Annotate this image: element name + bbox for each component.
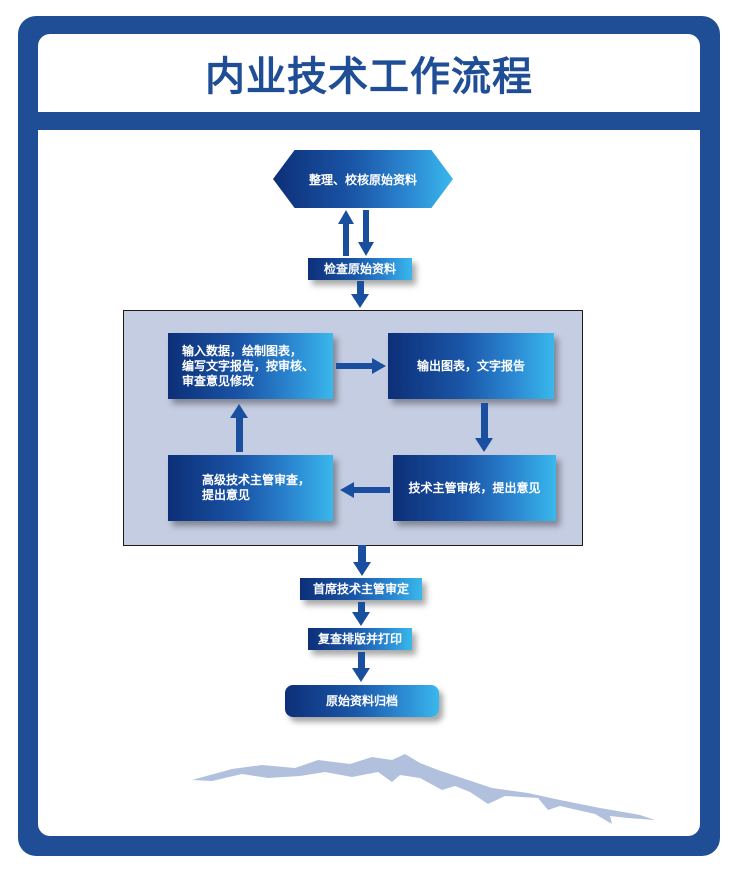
step-archive-label: 原始资料归档 xyxy=(325,693,398,708)
loop-step-senior-review-label: 高级技术主管审查， 提出意见 xyxy=(202,473,311,502)
step-chief-approval: 首席技术主管审定 xyxy=(300,578,422,600)
loop-step-output-label: 输出图表，文字报告 xyxy=(416,358,525,373)
page-title: 内业技术工作流程 xyxy=(205,54,533,100)
loop-step-supervisor-review: 技术主管审核，提出意见 xyxy=(393,455,556,521)
loop-step-input-data-label: 输入数据，绘制图表， 编写文字报告，按审核、 审查意见修改 xyxy=(182,343,315,388)
step-archive: 原始资料归档 xyxy=(285,685,439,717)
loop-step-input-data: 输入数据，绘制图表， 编写文字报告，按审核、 审查意见修改 xyxy=(168,333,333,399)
loop-step-supervisor-review-label: 技术主管审核，提出意见 xyxy=(408,480,541,495)
step-chief-approval-label: 首席技术主管审定 xyxy=(312,581,409,596)
step-recheck-print: 复查排版并打印 xyxy=(308,628,412,650)
step-check-raw-data-label: 检查原始资料 xyxy=(323,261,396,276)
loop-step-senior-review: 高级技术主管审查， 提出意见 xyxy=(168,455,333,521)
step-recheck-print-label: 复查排版并打印 xyxy=(317,631,402,646)
step-organize-verify-label: 整理、校核原始资料 xyxy=(308,172,417,187)
loop-step-output: 输出图表，文字报告 xyxy=(388,333,554,399)
step-check-raw-data: 检查原始资料 xyxy=(308,258,412,280)
title-panel: 内业技术工作流程 xyxy=(38,34,700,112)
step-organize-verify: 整理、校核原始资料 xyxy=(273,150,453,208)
